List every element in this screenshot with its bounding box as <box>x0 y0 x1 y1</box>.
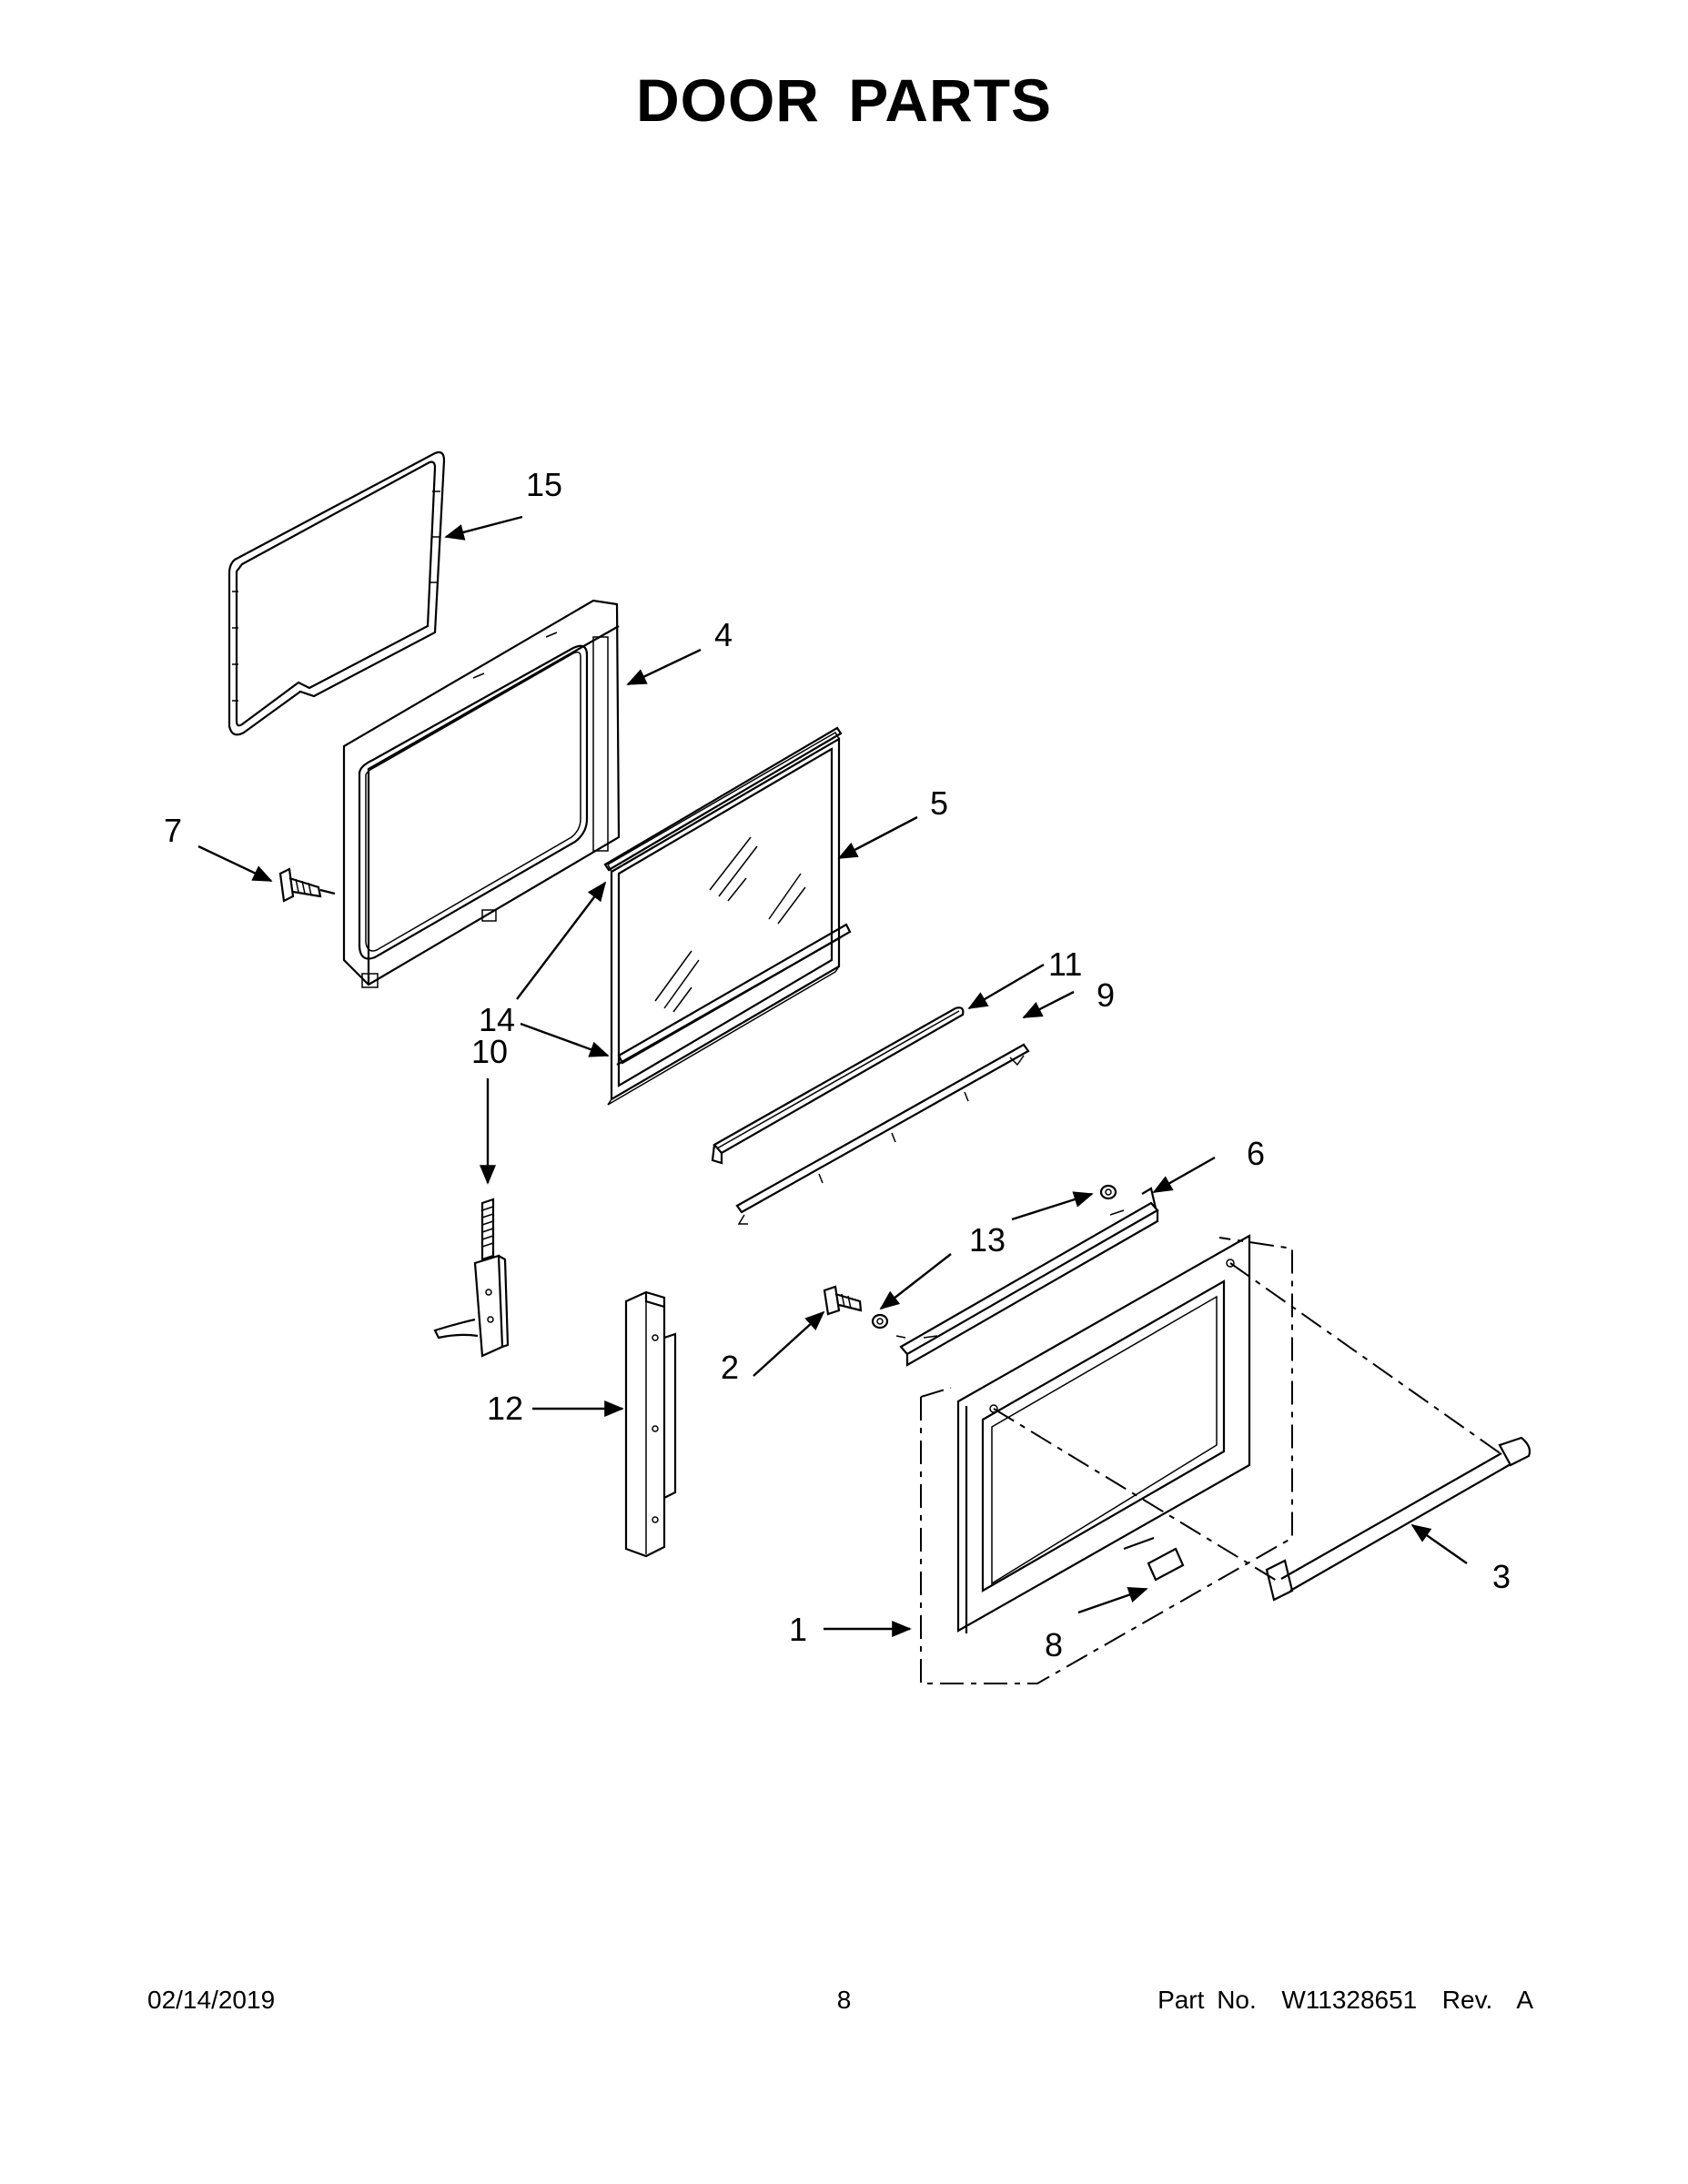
callout-12: 12 <box>487 1390 523 1427</box>
callout-7: 7 <box>164 812 182 849</box>
callout-14: 14 <box>479 1001 515 1038</box>
door-screw <box>278 867 336 903</box>
footer-date: 02/14/2019 <box>147 1986 276 2014</box>
callout-8: 8 <box>1045 1626 1063 1663</box>
door-bracket <box>735 1043 1030 1225</box>
door-handle <box>993 1262 1531 1602</box>
door-vent-channel <box>711 1006 965 1165</box>
callout-10: 10 <box>471 1033 508 1070</box>
door-hinge <box>433 1198 510 1358</box>
handle-mount-bracket <box>895 1187 1159 1367</box>
callout-15: 15 <box>526 466 562 503</box>
inner-door-panel <box>342 599 621 988</box>
footer-part-number: Part No. W11328651 Rev. A <box>1157 1986 1533 2014</box>
callout-4: 4 <box>714 616 733 653</box>
callout-5: 5 <box>930 784 948 822</box>
handle-screw <box>823 1285 863 1316</box>
door-side-trim <box>624 1290 677 1558</box>
glass-seal-strip <box>603 726 852 1066</box>
handle-spacer <box>871 1184 1117 1330</box>
page-title: DOOR PARTS <box>635 66 1053 134</box>
callout-13: 13 <box>969 1221 1006 1259</box>
callout-leaders <box>197 515 1468 1637</box>
door-glass <box>607 731 841 1106</box>
outer-door-panel <box>920 1234 1293 1684</box>
callout-11: 11 <box>1048 945 1082 983</box>
callout-2: 2 <box>721 1349 739 1386</box>
callout-1: 1 <box>789 1611 807 1648</box>
footer-page-number: 8 <box>836 1986 852 2014</box>
callout-6: 6 <box>1247 1135 1265 1172</box>
callout-9: 9 <box>1097 976 1115 1014</box>
door-badge <box>1123 1536 1185 1582</box>
callout-3: 3 <box>1492 1558 1511 1595</box>
door-gasket <box>227 450 446 736</box>
